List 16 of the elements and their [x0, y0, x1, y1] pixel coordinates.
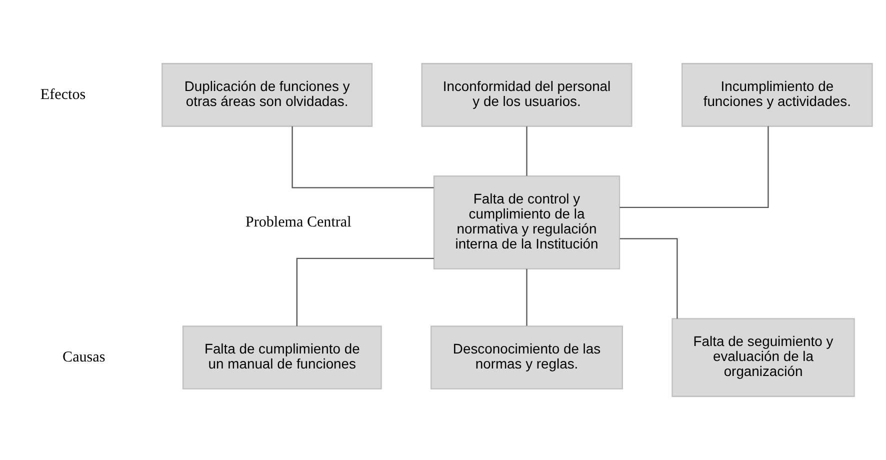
node-box: Falta de cumplimiento de un manual de funciones	[182, 326, 382, 390]
node-box: Incumplimiento de funciones y actividades.	[682, 63, 873, 127]
label: Efectos	[40, 86, 86, 103]
label: Causas	[62, 349, 106, 366]
node-box: Falta de control y cumplimiento de la normativa y regulación interna de la Institución	[433, 176, 620, 270]
connector	[620, 126, 769, 208]
connector	[526, 126, 528, 176]
connector	[620, 238, 678, 319]
node-box: Inconformidad del personal y de los usuarios.	[421, 63, 632, 127]
connector	[292, 126, 434, 188]
connector	[296, 258, 434, 326]
node-box: Falta de seguimiento y evaluación de la organización	[672, 318, 855, 397]
node-box: Duplicación de funciones y otras áreas son olvidadas.	[162, 63, 373, 127]
connector	[526, 268, 528, 326]
node-box: Desconocimiento de las normas y reglas.	[430, 326, 623, 390]
label: Problema Central	[245, 214, 352, 230]
